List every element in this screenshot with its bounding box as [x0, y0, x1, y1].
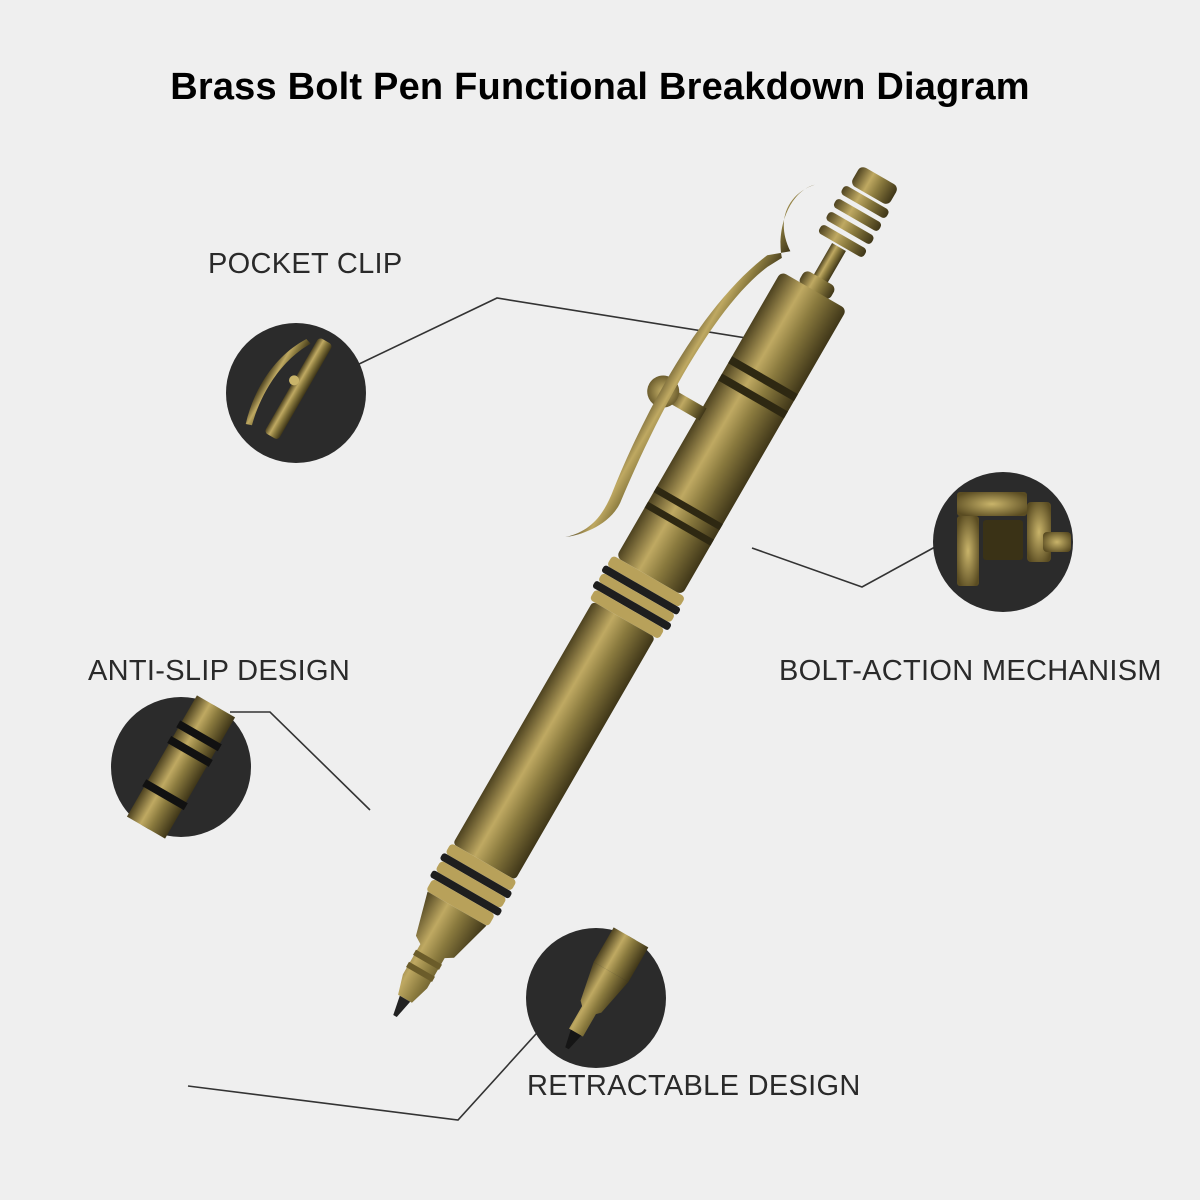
pen-barrel [454, 602, 654, 879]
leader-line-retractable [187, 1001, 566, 1121]
leader-lines [187, 297, 936, 1121]
pen-top-knob [799, 167, 897, 299]
pen-grip [590, 556, 684, 638]
callout-bolt-action [933, 472, 1073, 612]
leader-line-bolt-action [751, 546, 936, 588]
pen-tip [393, 995, 411, 1018]
pen-pocket-clip [565, 184, 815, 538]
label-bolt-action-mechanism: BOLT-ACTION MECHANISM [779, 655, 1162, 687]
leader-line-anti-slip [230, 711, 371, 811]
leader-line-pocket-clip [356, 297, 791, 366]
pen-lower-rings [427, 844, 516, 926]
pen-bolt-housing [618, 273, 845, 593]
label-pocket-clip: POCKET CLIP [208, 248, 403, 280]
callout-retractable [526, 927, 666, 1068]
pen [393, 167, 897, 1018]
callout-pocket-clip [226, 323, 366, 463]
callout-anti-slip [111, 695, 251, 839]
page-title: Brass Bolt Pen Functional Breakdown Diag… [170, 66, 1030, 108]
label-anti-slip-design: ANTI-SLIP DESIGN [88, 655, 351, 687]
label-retractable-design: RETRACTABLE DESIGN [527, 1070, 861, 1102]
